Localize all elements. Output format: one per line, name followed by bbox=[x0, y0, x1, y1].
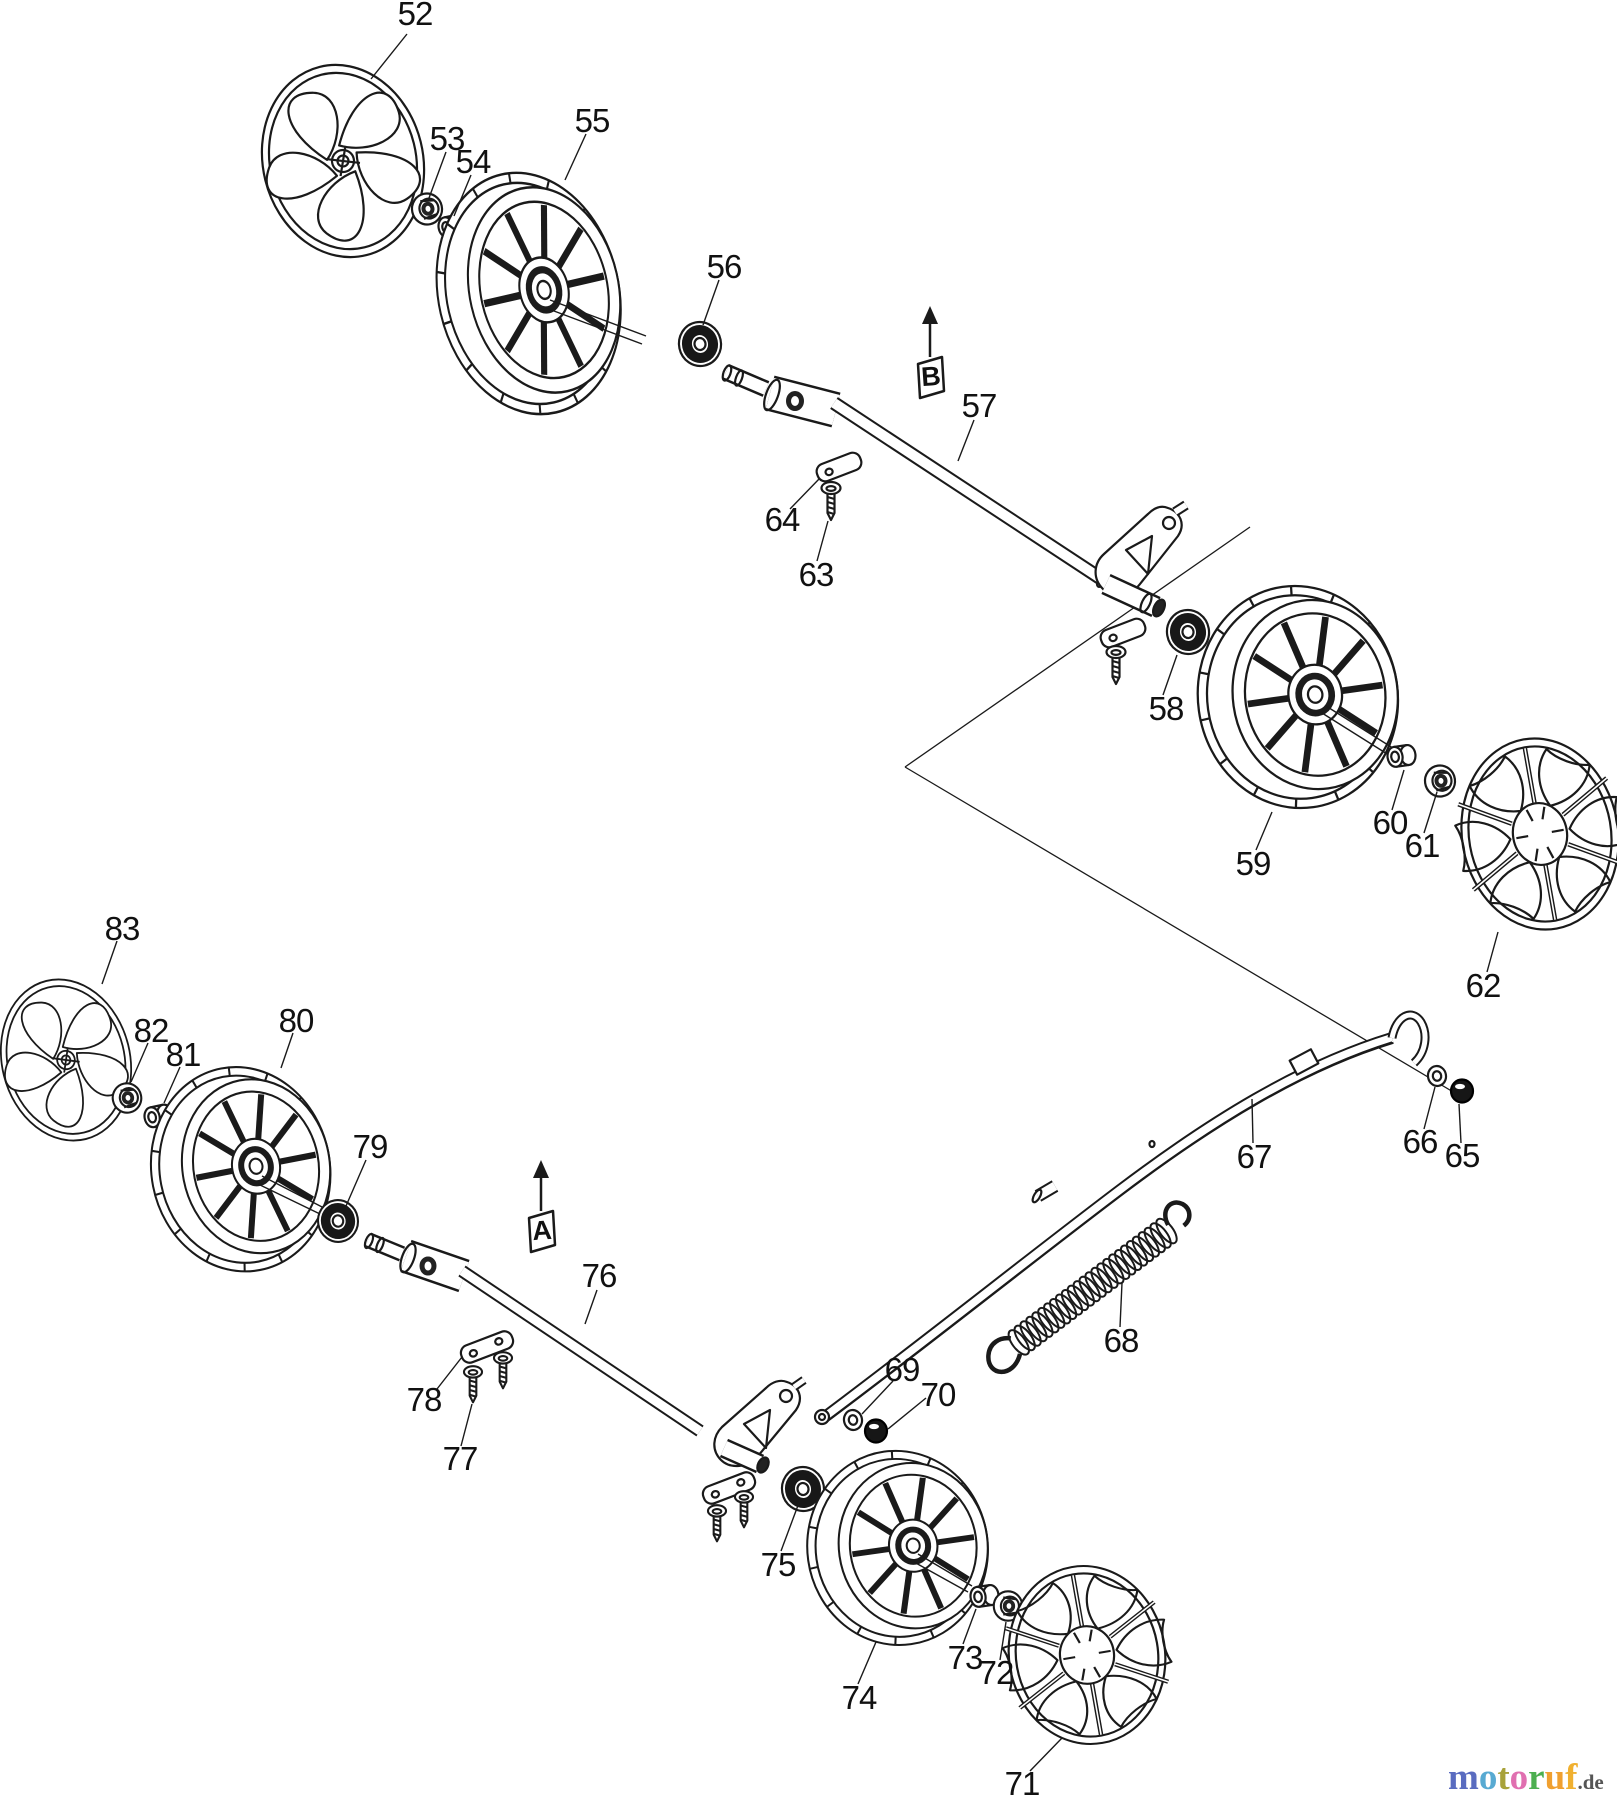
part-label-59: 59 bbox=[1235, 845, 1272, 882]
plate-right bbox=[1097, 615, 1149, 651]
part-label-70: 70 bbox=[920, 1376, 957, 1413]
cap-nut-65 bbox=[1449, 1078, 1475, 1104]
logo-letter: t bbox=[1497, 1757, 1510, 1798]
axle-57 bbox=[721, 364, 1189, 618]
bushing-60 bbox=[1385, 742, 1418, 769]
part-label-63: 63 bbox=[798, 556, 835, 593]
part-label-58: 58 bbox=[1148, 690, 1185, 727]
part-label-64: 64 bbox=[764, 501, 801, 538]
screw-br-b bbox=[733, 1490, 755, 1529]
part-label-62: 62 bbox=[1465, 967, 1502, 1004]
logo-letter: u bbox=[1544, 1757, 1566, 1798]
part-label-79: 79 bbox=[352, 1128, 389, 1165]
hub-bore-pointer-55 bbox=[545, 299, 647, 345]
flange-nut-61 bbox=[1420, 761, 1460, 801]
wheel-55 bbox=[413, 154, 644, 432]
part-label-61: 61 bbox=[1404, 827, 1441, 864]
logo-letter: r bbox=[1528, 1757, 1545, 1798]
hubcap-62 bbox=[1443, 725, 1617, 943]
part-label-54: 54 bbox=[455, 143, 492, 180]
part-label-67: 67 bbox=[1236, 1138, 1273, 1175]
wheel-59 bbox=[1183, 573, 1412, 821]
logo-suffix: .de bbox=[1577, 1770, 1604, 1794]
part-label-60: 60 bbox=[1372, 804, 1409, 841]
adjuster-bar-67 bbox=[813, 1010, 1430, 1426]
part-label-52: 52 bbox=[397, 0, 434, 32]
plate-64 bbox=[813, 449, 865, 485]
part-label-69: 69 bbox=[884, 1351, 921, 1388]
section-b-arrow bbox=[916, 306, 946, 400]
logo-letter: o bbox=[1509, 1757, 1529, 1798]
hub-bore-pointer-59 bbox=[1321, 705, 1397, 758]
part-label-75: 75 bbox=[760, 1546, 797, 1583]
motoruf-logo: motoruf.de bbox=[1448, 1756, 1604, 1799]
part-label-78: 78 bbox=[406, 1381, 443, 1418]
part-label-72: 72 bbox=[978, 1654, 1015, 1691]
hubcap-83 bbox=[0, 964, 149, 1157]
part-label-73: 73 bbox=[947, 1639, 984, 1676]
section-marker-b: B bbox=[920, 360, 942, 393]
part-label-65: 65 bbox=[1444, 1137, 1481, 1174]
part-label-80: 80 bbox=[278, 1002, 315, 1039]
part-label-71: 71 bbox=[1004, 1765, 1041, 1800]
logo-letter: f bbox=[1565, 1757, 1578, 1798]
screw-63 bbox=[820, 480, 842, 522]
part-label-82: 82 bbox=[133, 1012, 170, 1049]
screw-br-a bbox=[706, 1504, 728, 1543]
hubcap-52 bbox=[233, 46, 446, 278]
hub-bore-pointer-80 bbox=[257, 1175, 325, 1215]
spring-68 bbox=[986, 1200, 1192, 1374]
logo-letter: o bbox=[1478, 1757, 1498, 1798]
cap-nut-70 bbox=[863, 1418, 889, 1444]
wheel-74 bbox=[795, 1439, 1001, 1657]
part-label-53: 53 bbox=[429, 120, 466, 157]
part-label-77: 77 bbox=[442, 1440, 479, 1477]
section-marker-a: A bbox=[531, 1214, 553, 1247]
part-label-74: 74 bbox=[841, 1679, 878, 1716]
part-label-66: 66 bbox=[1402, 1123, 1439, 1160]
washer-66 bbox=[1425, 1063, 1449, 1089]
screw-77a bbox=[462, 1365, 484, 1404]
part-label-68: 68 bbox=[1103, 1322, 1140, 1359]
leader-lines bbox=[101, 33, 1499, 1772]
axle-76 bbox=[363, 1232, 807, 1474]
hubcap-71 bbox=[991, 1553, 1184, 1757]
screw-77b bbox=[492, 1351, 514, 1390]
part-label-76: 76 bbox=[581, 1257, 618, 1294]
screw-right bbox=[1105, 644, 1127, 686]
hub-bore-pointer-74 bbox=[913, 1553, 973, 1593]
part-label-55: 55 bbox=[574, 102, 611, 139]
part-label-83: 83 bbox=[104, 910, 141, 947]
logo-letter: m bbox=[1448, 1757, 1479, 1798]
part-label-57: 57 bbox=[961, 387, 998, 424]
wheel-80 bbox=[134, 1051, 348, 1286]
washer-69 bbox=[841, 1407, 865, 1433]
part-label-81: 81 bbox=[165, 1036, 202, 1073]
section-a-arrow bbox=[527, 1160, 557, 1254]
bearing-56 bbox=[675, 318, 725, 370]
part-label-56: 56 bbox=[706, 248, 743, 285]
